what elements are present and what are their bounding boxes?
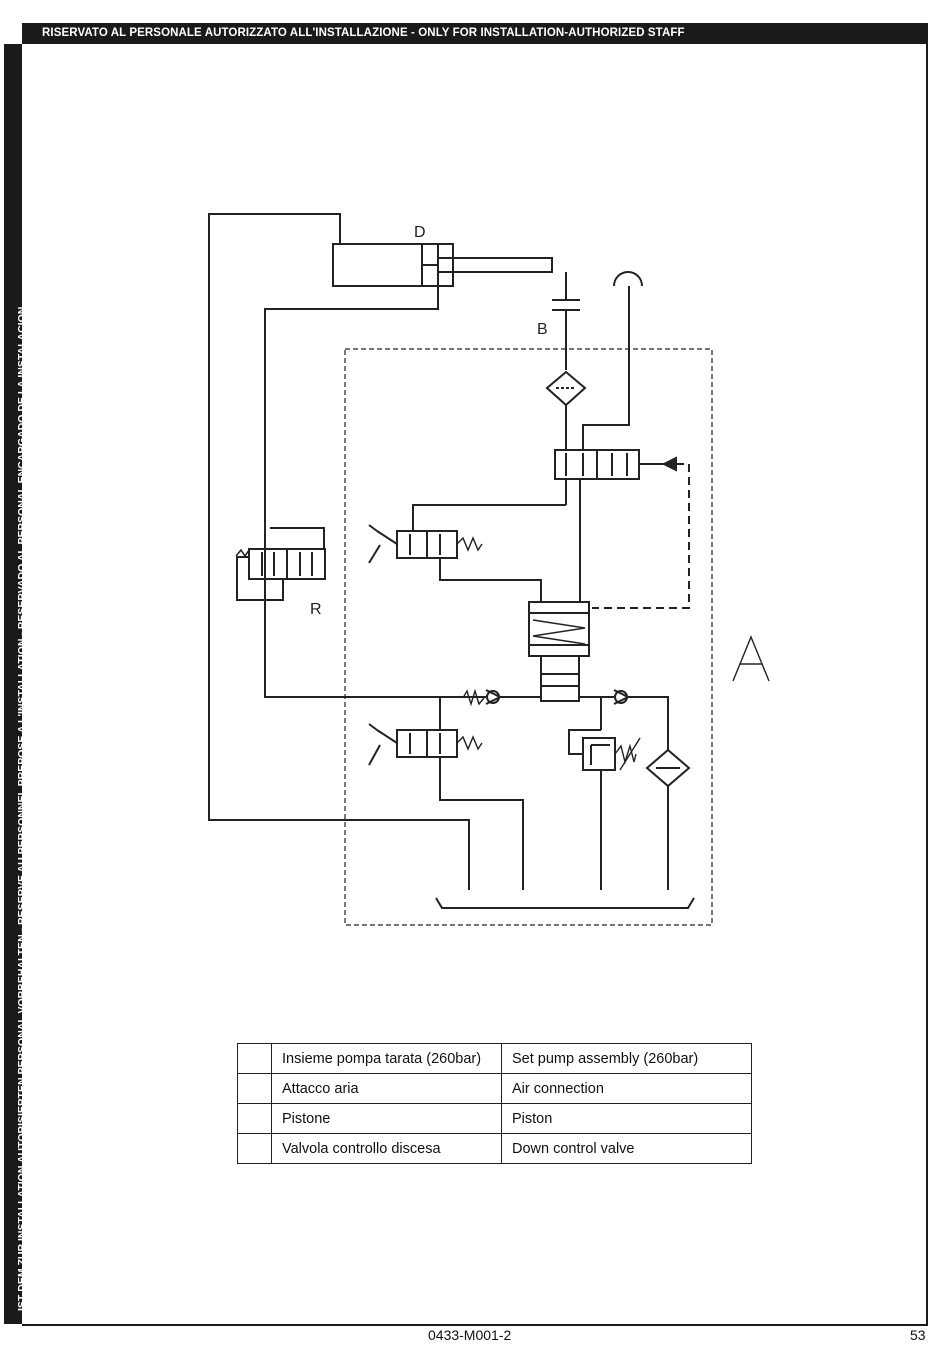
restriction-header: RISERVATO AL PERSONALE AUTORIZZATO ALL'I… [22,23,928,44]
label-d: D [414,224,426,241]
line-cylinder-to-pump [264,286,486,698]
legend-number [237,1133,272,1164]
table-row: Valvola controllo discesa Down control v… [237,1133,752,1164]
legend-number [237,1073,272,1104]
legend-english: Down control valve [501,1133,752,1164]
valve-r [235,527,326,601]
label-b: B [537,321,548,338]
label-r: R [310,601,322,618]
check-valve-right [579,689,669,750]
exhaust-symbol [613,271,643,287]
table-row: Attacco aria Air connection [237,1073,752,1104]
legend-italian: Pistone [271,1103,502,1134]
filter-bottom [645,748,691,890]
manual-valve-upper [368,504,566,602]
relief-valve [568,729,641,890]
side-restriction-bar [4,44,22,1324]
return-line-left [208,213,470,890]
cylinder-d [332,243,553,287]
legend-italian: Attacco aria [271,1073,502,1104]
check-valve-left [462,688,541,707]
legend-english: Air connection [501,1073,752,1104]
legend-english: Piston [501,1103,752,1134]
pneumatic-valve [554,449,690,609]
legend-table: Insieme pompa tarata (260bar) Set pump a… [237,1043,752,1164]
document-code: 0433-M001-2 [428,1327,512,1343]
manual-valve-lower [368,697,524,890]
legend-italian: Valvola controllo discesa [271,1133,502,1164]
filter-top [545,370,587,450]
legend-number [237,1103,272,1134]
legend-number [237,1043,272,1074]
page-frame [22,44,928,1326]
legend-english: Set pump assembly (260bar) [501,1043,752,1074]
piston-assembly [528,601,590,702]
legend-italian: Insieme pompa tarata (260bar) [271,1043,502,1074]
tank [435,897,695,909]
page-number: 53 [910,1327,926,1343]
table-row: Pistone Piston [237,1103,752,1134]
table-row: Insieme pompa tarata (260bar) Set pump a… [237,1043,752,1074]
label-a-glyph [732,635,770,682]
air-connection-b [552,272,580,370]
